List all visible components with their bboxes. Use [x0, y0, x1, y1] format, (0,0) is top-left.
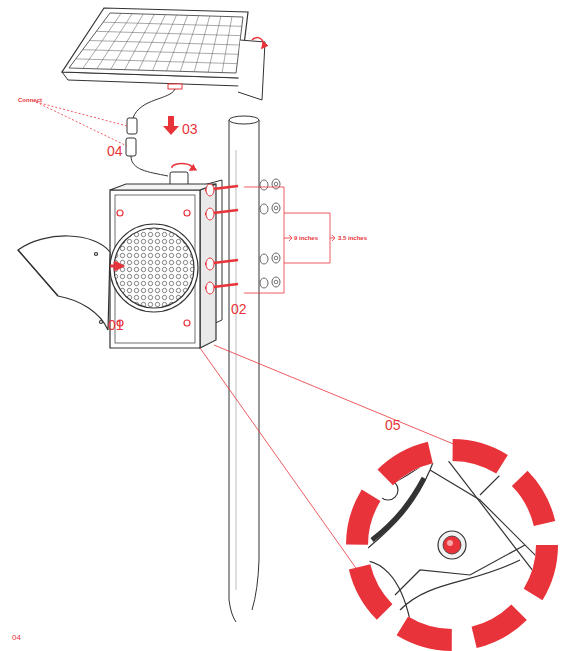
down-arrow	[163, 116, 179, 135]
page-number: 04	[12, 634, 21, 642]
dimension-lines	[244, 187, 335, 293]
visor	[18, 236, 110, 330]
callout-number: 01	[108, 318, 124, 332]
detail-view	[357, 450, 547, 640]
callout-text: Connect	[18, 97, 42, 103]
cable-connector	[36, 89, 175, 176]
solar-panel	[62, 8, 265, 100]
dimension: 9 inches	[294, 235, 318, 241]
callout-number: 03	[182, 122, 198, 136]
callout-number: 05	[385, 418, 401, 432]
callout-number: 04	[107, 144, 123, 158]
bolt-set	[205, 179, 280, 294]
pole	[229, 116, 259, 622]
callout-number: 02	[231, 302, 247, 316]
signal-housing	[101, 184, 216, 348]
dimension: 3.5 inches	[338, 235, 367, 241]
